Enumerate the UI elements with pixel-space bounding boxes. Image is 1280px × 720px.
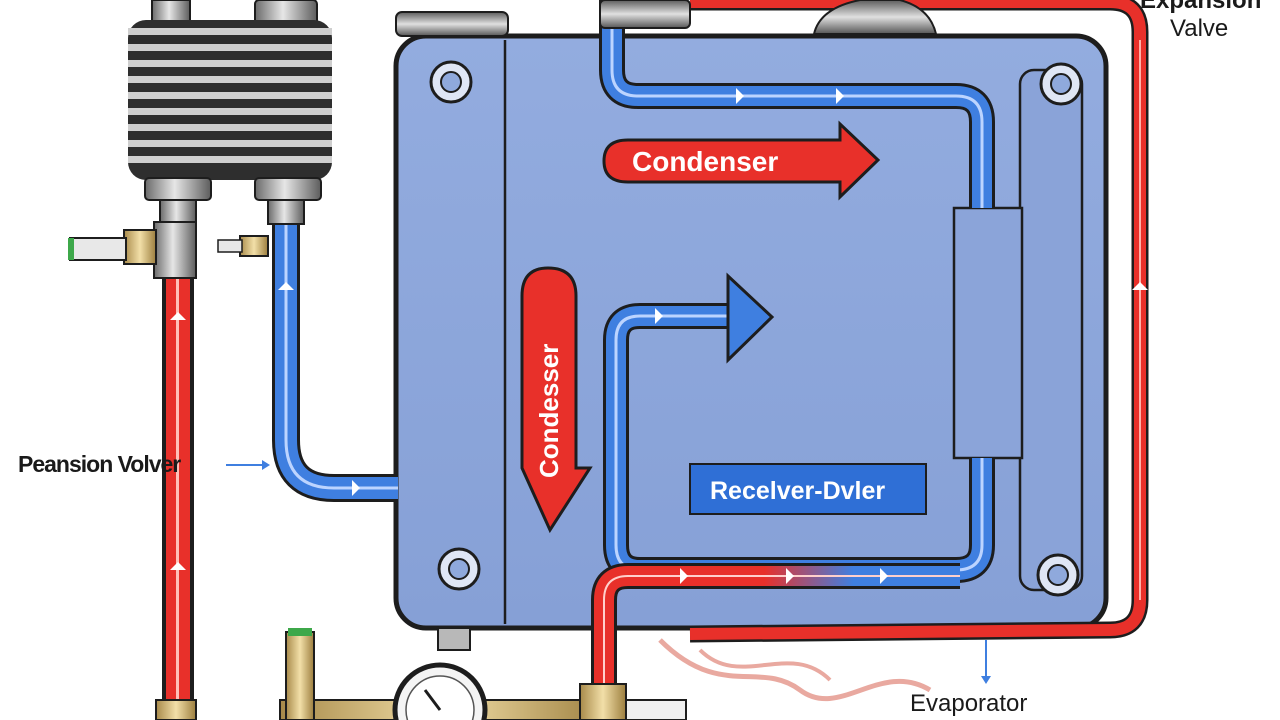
pressure-gauge-icon <box>155 628 687 720</box>
bolt-icon <box>1036 553 1080 597</box>
evaporator-label: Evaporator <box>910 690 1027 717</box>
cold-line-top <box>599 0 995 208</box>
condenser-label: Condenser <box>632 146 778 177</box>
hot-line-left <box>162 270 194 720</box>
vertical-arrow <box>520 266 593 534</box>
receiver-drier-box <box>689 463 927 515</box>
condenser-coil-icon <box>128 0 332 225</box>
condenser-arrow <box>602 120 881 201</box>
mixed-line <box>591 563 960 720</box>
vertical-arrow-label: Condesser <box>534 344 564 478</box>
cold-line-left <box>272 222 398 502</box>
valve-fitting-icon <box>217 235 269 257</box>
bolt-icon <box>429 60 473 104</box>
valve-fitting-icon <box>68 221 197 279</box>
expansion-valve-partial-label: Expansion <box>1140 0 1261 14</box>
bolt-icon <box>1039 62 1083 106</box>
bolt-icon <box>437 547 481 591</box>
receiver-drier-label: Recelver-Dvler <box>710 477 885 505</box>
evaporator-pointer <box>981 640 991 684</box>
valve-fitting-icon <box>395 0 938 37</box>
left-valve-label: Peansion Volver <box>18 451 181 477</box>
left-valve-pointer <box>226 460 270 470</box>
hot-line-right <box>689 0 1149 643</box>
expansion-valve-label: Valve <box>1170 15 1228 42</box>
evaporator-tube <box>658 638 932 702</box>
flow-indicators <box>170 88 1148 584</box>
